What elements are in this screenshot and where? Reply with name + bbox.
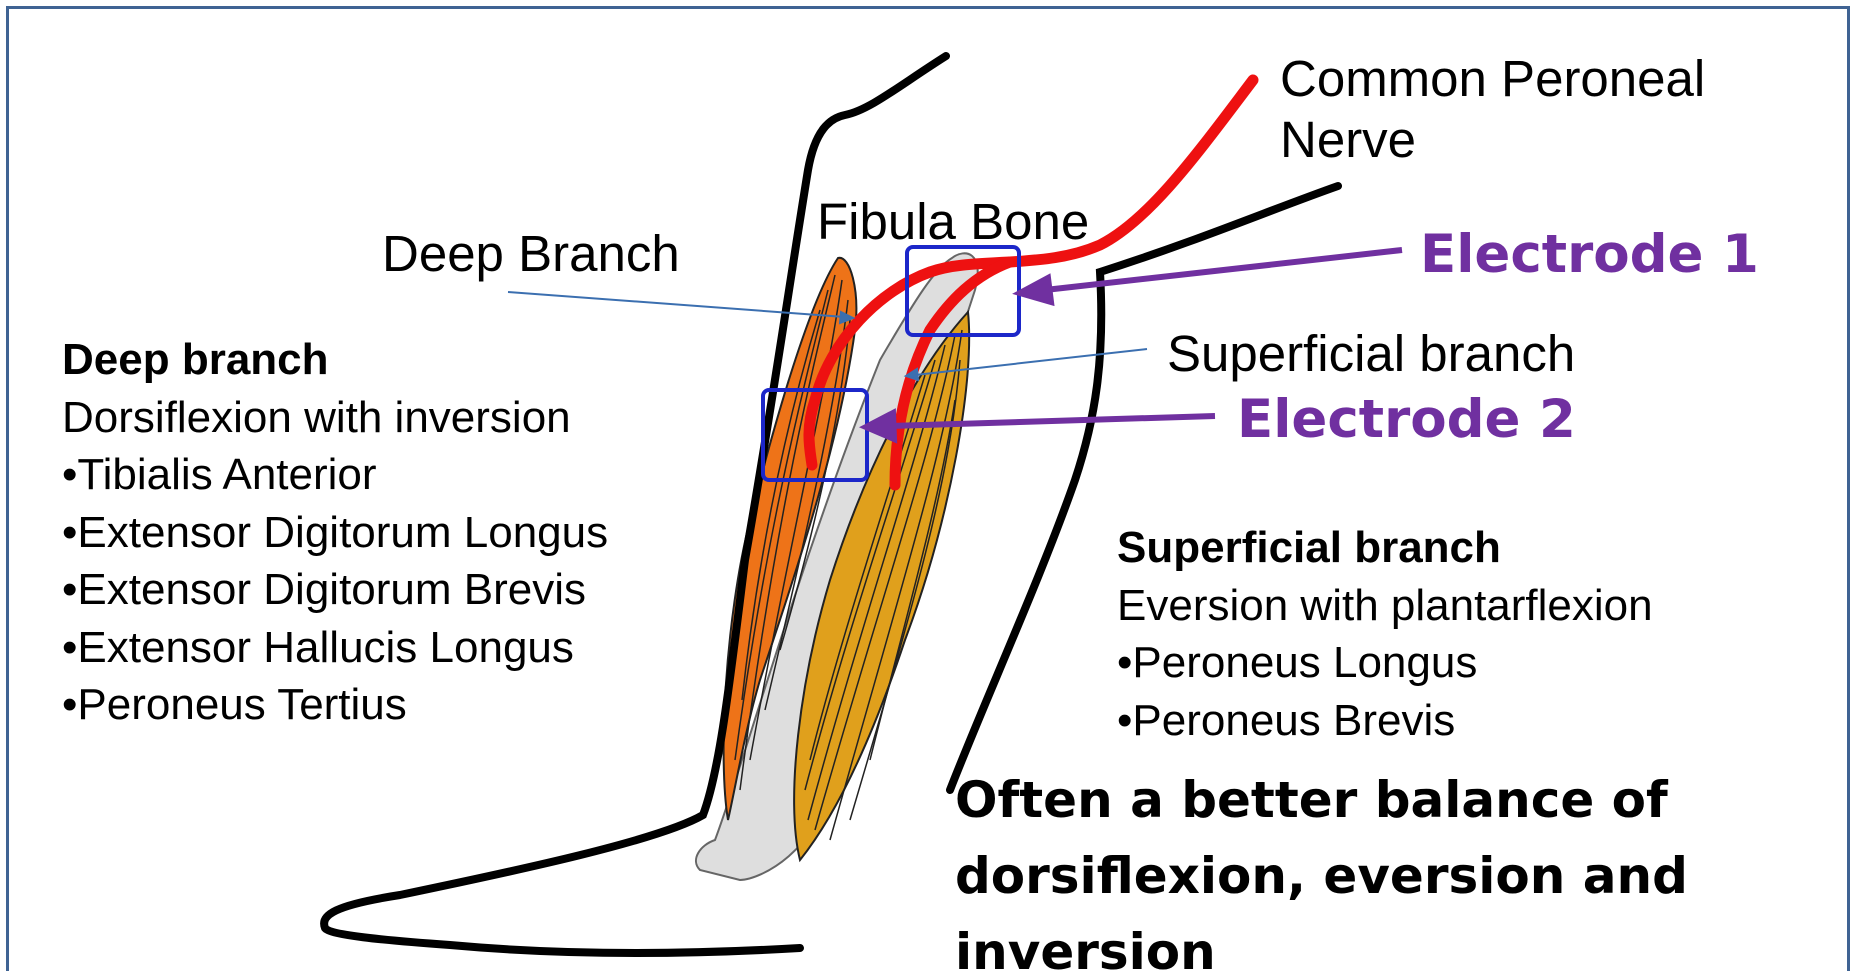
list-item: •Extensor Hallucis Longus bbox=[62, 619, 608, 677]
common-peroneal-line-1: Common Peroneal bbox=[1280, 48, 1705, 109]
list-item: •Peroneus Longus bbox=[1117, 634, 1653, 692]
common-peroneal-line-2: Nerve bbox=[1280, 109, 1705, 170]
superficial-branch-info: Superficial branch Eversion with plantar… bbox=[1117, 519, 1653, 749]
list-item: •Extensor Digitorum Brevis bbox=[62, 561, 608, 619]
deep-branch-info: Deep branch Dorsiflexion with inversion … bbox=[62, 331, 608, 734]
superficial-block-subtitle: Eversion with plantarflexion bbox=[1117, 577, 1653, 635]
list-item: •Peroneus Brevis bbox=[1117, 692, 1653, 750]
deep-block-heading: Deep branch bbox=[62, 331, 608, 389]
list-item: •Extensor Digitorum Longus bbox=[62, 504, 608, 562]
list-item: •Peroneus Tertius bbox=[62, 676, 608, 734]
conclusion-line-2: dorsiflexion, eversion and bbox=[955, 838, 1688, 914]
conclusion-line-3: inversion bbox=[955, 914, 1688, 971]
deep-branch-label: Deep Branch bbox=[382, 228, 680, 279]
conclusion-text: Often a better balance of dorsiflexion, … bbox=[955, 762, 1688, 971]
superficial-branch-label: Superficial branch bbox=[1167, 328, 1575, 379]
deep-block-subtitle: Dorsiflexion with inversion bbox=[62, 389, 608, 447]
electrode-1-label: Electrode 1 bbox=[1420, 228, 1759, 281]
common-peroneal-label: Common Peroneal Nerve bbox=[1280, 48, 1705, 170]
superficial-block-heading: Superficial branch bbox=[1117, 519, 1653, 577]
list-item: •Tibialis Anterior bbox=[62, 446, 608, 504]
fibula-bone-label: Fibula Bone bbox=[817, 196, 1089, 247]
conclusion-line-1: Often a better balance of bbox=[955, 762, 1688, 838]
electrode-2-label: Electrode 2 bbox=[1237, 393, 1576, 446]
deep-branch-pointer bbox=[508, 292, 845, 317]
electrode-1-arrowhead bbox=[1020, 278, 1051, 302]
